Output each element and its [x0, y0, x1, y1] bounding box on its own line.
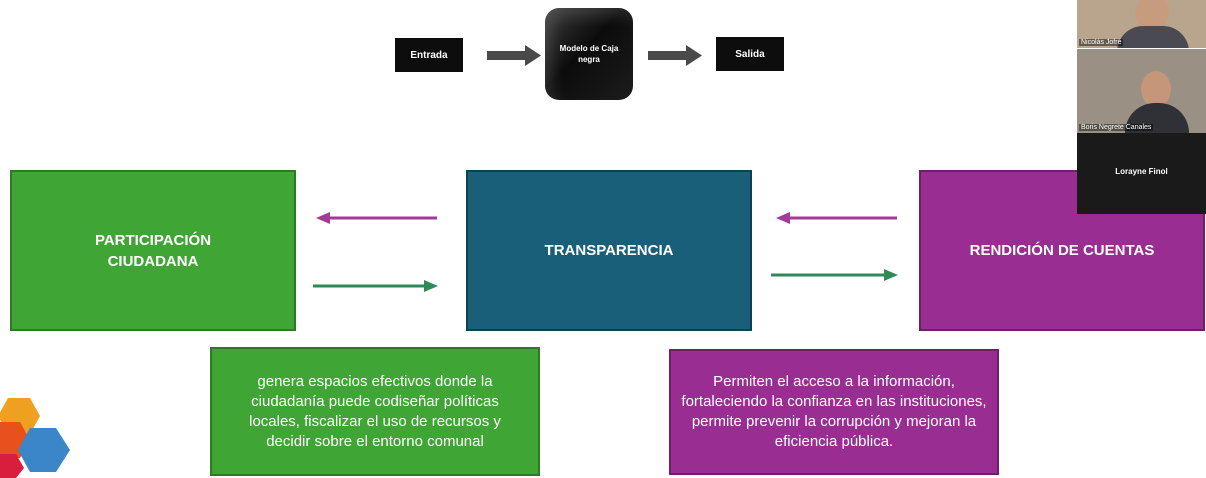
- transparencia-label: TRANSPARENCIA: [544, 242, 674, 259]
- transparencia-box: TRANSPARENCIA: [466, 170, 752, 331]
- participant-video-tile[interactable]: Lorayne Finol: [1077, 133, 1206, 214]
- entrada-label: Entrada: [395, 38, 463, 72]
- arrow-model-to-salida: [648, 45, 702, 66]
- black-box-cube: Modelo de Caja negra: [545, 8, 633, 100]
- arrow-transparencia-to-rendicion: [771, 269, 898, 281]
- participant-video-tile[interactable]: Nicolás Jofré: [1077, 0, 1206, 48]
- participacion-note-text: genera espacios efectivos donde la ciuda…: [249, 372, 501, 450]
- participacion-note: genera espacios efectivos donde la ciuda…: [210, 347, 540, 476]
- participant-name: Lorayne Finol: [1115, 167, 1168, 176]
- arrow-transparencia-to-participacion: [316, 212, 437, 224]
- arrow-participacion-to-transparencia: [313, 280, 438, 292]
- participant-video-tile[interactable]: Boris Negrete Canales: [1077, 49, 1206, 133]
- participant-face: [1141, 71, 1171, 107]
- participant-name: Boris Negrete Canales: [1079, 124, 1154, 131]
- participant-name: Nicolás Jofré: [1079, 39, 1124, 46]
- participacion-ciudadana-box: PARTICIPACIÓN CIUDADANA: [10, 170, 296, 331]
- arrow-rendicion-to-transparencia: [776, 212, 897, 224]
- transparencia-note: Permiten el acceso a la información, for…: [669, 349, 999, 475]
- organization-logo: [0, 398, 70, 478]
- arrow-entrada-to-model: [487, 45, 541, 66]
- black-box-label: Modelo de Caja negra: [559, 44, 619, 64]
- transparencia-note-text: Permiten el acceso a la información, for…: [681, 373, 987, 450]
- rendicion-de-cuentas-label: RENDICIÓN DE CUENTAS: [969, 242, 1155, 259]
- participant-body: [1117, 26, 1189, 48]
- participacion-ciudadana-label: PARTICIPACIÓN CIUDADANA: [94, 231, 212, 270]
- salida-label: Salida: [716, 37, 784, 71]
